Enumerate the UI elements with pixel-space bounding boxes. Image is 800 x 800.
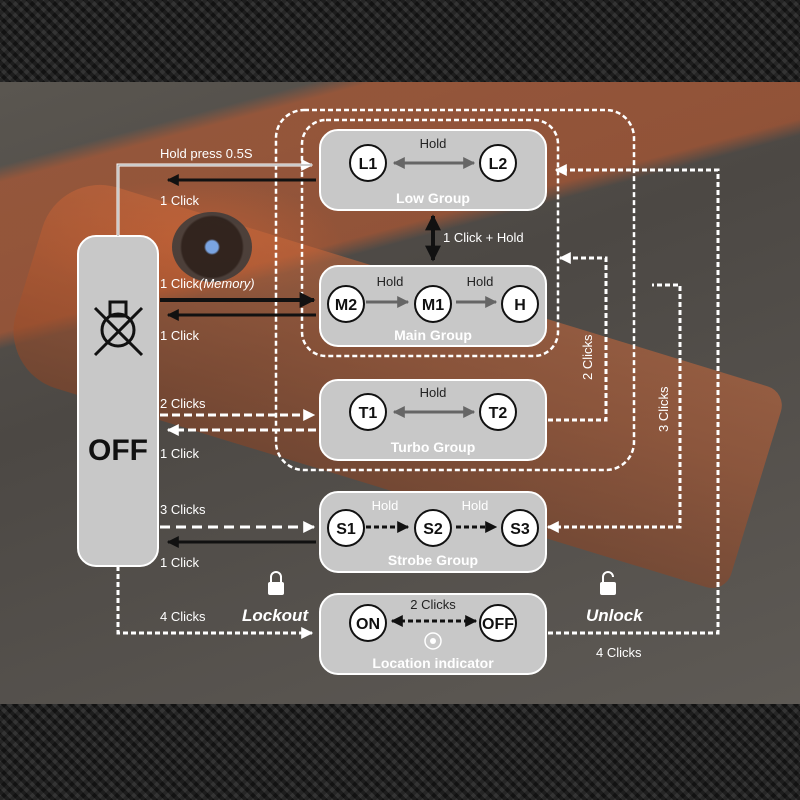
mode-s3: S3 — [510, 521, 530, 538]
label-side-2clicks: 2 Clicks — [580, 334, 595, 380]
mode-t2: T2 — [489, 405, 508, 422]
mode-h: H — [514, 297, 526, 314]
arrow-unlock — [548, 164, 720, 635]
label-unlock: Unlock — [586, 606, 644, 625]
label-turbo-in: 2 Clicks — [160, 396, 206, 411]
label-lockout-in: 4 Clicks — [160, 609, 206, 624]
mode-on: ON — [356, 616, 380, 633]
label-main-back: 1 Click — [160, 328, 200, 343]
main-group-title: Main Group — [394, 327, 472, 343]
label-turbo-back: 1 Click — [160, 446, 200, 461]
strobe-hold-label-1: Hold — [372, 498, 399, 513]
strobe-group-title: Strobe Group — [388, 552, 478, 568]
off-label: OFF — [88, 434, 148, 467]
label-low-main: 1 Click + Hold — [443, 230, 524, 245]
mode-t1: T1 — [359, 405, 378, 422]
label-unlock-clicks: 4 Clicks — [596, 645, 642, 660]
arrow-hold-press — [116, 159, 314, 236]
low-group[interactable]: Hold L1 L2 Low Group — [319, 129, 547, 211]
label-lockout: Lockout — [242, 606, 309, 625]
arrow-side-3clicks — [546, 283, 682, 533]
location-link-label: 2 Clicks — [410, 597, 456, 612]
main-hold-label-1: Hold — [377, 274, 404, 289]
lockout-bulb-icon — [93, 300, 144, 357]
low-hold-label: Hold — [420, 136, 447, 151]
strobe-group[interactable]: Hold Hold S1 S2 S3 Strobe Group — [319, 491, 547, 573]
strobe-hold-label-2: Hold — [462, 498, 489, 513]
mode-off: OFF — [482, 616, 514, 633]
lock-open-icon — [600, 571, 616, 595]
mode-s1: S1 — [336, 521, 356, 538]
off-block[interactable]: OFF — [77, 235, 159, 567]
mode-m2: M2 — [335, 297, 357, 314]
mode-l2: L2 — [489, 156, 508, 173]
main-group[interactable]: Hold Hold M2 M1 H Main Group — [319, 265, 547, 347]
main-hold-label-2: Hold — [467, 274, 494, 289]
mode-s2: S2 — [423, 521, 443, 538]
flashlight-lens — [172, 212, 252, 282]
low-group-title: Low Group — [396, 190, 470, 206]
label-side-3clicks: 3 Clicks — [656, 386, 671, 432]
turbo-group-title: Turbo Group — [391, 439, 476, 455]
label-strobe-back: 1 Click — [160, 555, 200, 570]
low-main-dashed-frame — [300, 118, 560, 358]
location-group[interactable]: 2 Clicks ON OFF Location indicator — [319, 593, 547, 675]
location-indicator-icon — [424, 632, 442, 650]
label-hold-press: Hold press 0.5S — [160, 146, 253, 161]
arrow-lockout — [116, 566, 314, 639]
label-low-back: 1 Click — [160, 193, 200, 208]
arrow-hold-press-core — [117, 164, 312, 236]
label-memory: 1 Click(Memory) — [160, 276, 255, 291]
lock-closed-icon — [268, 571, 284, 595]
mode-m1: M1 — [422, 297, 444, 314]
carbon-fiber-bottom-band — [0, 704, 800, 800]
arrow-side-2clicks — [548, 252, 608, 422]
turbo-hold-label: Hold — [420, 385, 447, 400]
label-strobe-in: 3 Clicks — [160, 502, 206, 517]
mode-l1: L1 — [359, 156, 378, 173]
carbon-fiber-top-band — [0, 0, 800, 82]
location-group-title: Location indicator — [372, 655, 494, 671]
outer-dashed-frame — [274, 108, 636, 472]
turbo-group[interactable]: Hold T1 T2 Turbo Group — [319, 379, 547, 461]
